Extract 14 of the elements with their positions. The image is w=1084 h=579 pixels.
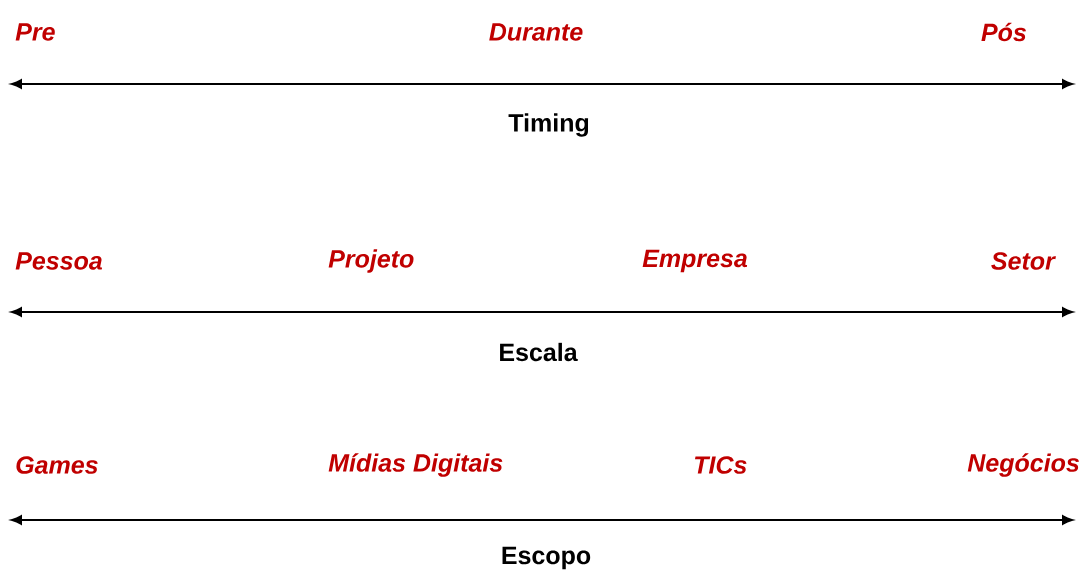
scale-point-label: Pós (981, 22, 1026, 42)
scale-title: Timing (508, 113, 589, 137)
scale-point-label: Durante (489, 23, 583, 41)
scale-point-label: Empresa (642, 249, 748, 273)
scale-title: Escopo (502, 546, 591, 570)
scale-point-label: Negócios (967, 453, 1079, 477)
scale-point-label: Games (16, 456, 98, 474)
scale-title: Escala (500, 342, 578, 362)
scale-point-label: Pessoa (15, 252, 103, 270)
scale-point-label: Mídias Digitais (328, 453, 503, 477)
scale-point-label: TICs (695, 456, 747, 474)
scale-point-label: Setor (991, 252, 1056, 270)
scale-point-label: Pre (15, 23, 55, 41)
scale-point-label: Projeto (328, 249, 414, 273)
